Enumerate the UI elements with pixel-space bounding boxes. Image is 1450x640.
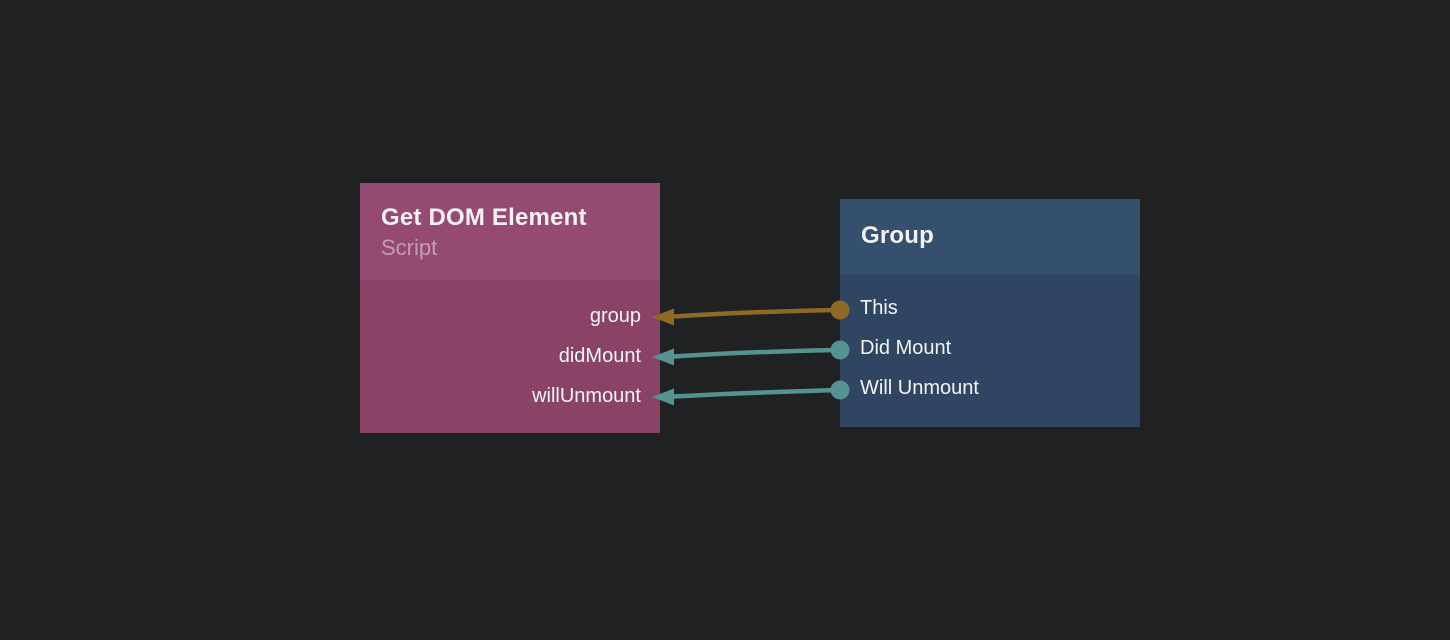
node-body: group didMount willUnmount: [360, 280, 660, 433]
output-port-willunmount[interactable]: Will Unmount: [840, 368, 1140, 408]
node-get-dom-element[interactable]: Get DOM Element Script group didMount wi…: [360, 183, 660, 433]
node-title: Get DOM Element: [381, 204, 587, 231]
port-label: willUnmount: [532, 385, 641, 407]
input-port-willunmount[interactable]: willUnmount: [360, 376, 660, 416]
node-title: Group: [861, 222, 934, 249]
output-port-this[interactable]: This: [840, 288, 1140, 328]
input-port-didmount[interactable]: didMount: [360, 336, 660, 376]
port-label: group: [589, 305, 641, 327]
node-body: This Did Mount Will Unmount: [840, 275, 1140, 427]
port-label: Will Unmount: [860, 377, 979, 399]
wire-willunmount-to-willunmount[interactable]: [671, 387, 841, 399]
wire-didmount-to-didmount[interactable]: [671, 347, 841, 359]
node-subtitle: Script: [381, 235, 438, 260]
input-port-group[interactable]: group: [360, 296, 660, 336]
port-label: didMount: [558, 345, 641, 367]
output-port-didmount[interactable]: Did Mount: [840, 328, 1140, 368]
node-group[interactable]: Group This Did Mount Will Unmount: [840, 199, 1140, 427]
wire-this-to-group[interactable]: [671, 307, 841, 319]
port-label: This: [860, 297, 898, 319]
node-header[interactable]: Group: [840, 199, 1140, 275]
port-label: Did Mount: [860, 337, 952, 359]
node-header[interactable]: Get DOM Element Script: [360, 183, 660, 280]
